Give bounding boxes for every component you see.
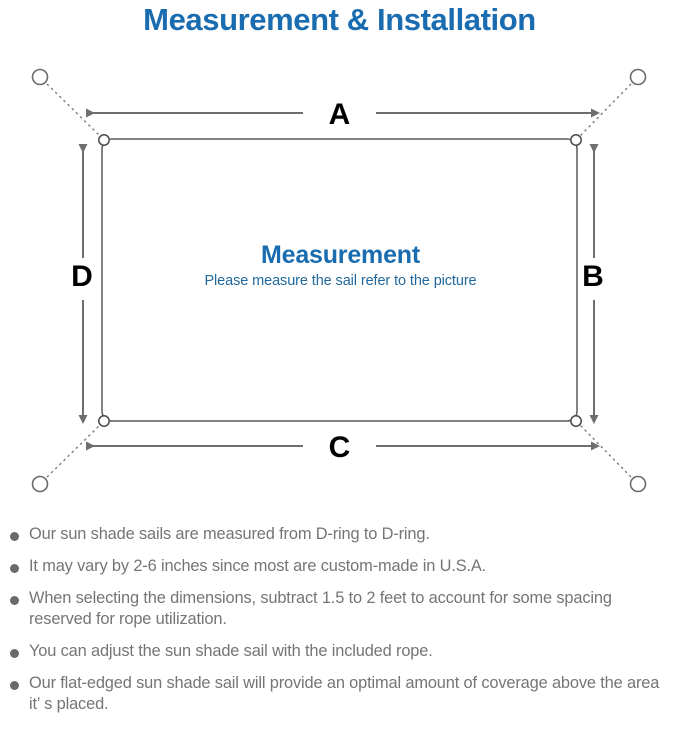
rope-line-top-right [579, 83, 632, 137]
rope-lines [46, 83, 632, 478]
d-ring-bottom-left [98, 415, 110, 427]
d-ring-bottom-right [570, 415, 582, 427]
anchor-top-left-ring [31, 68, 49, 86]
rope-line-bottom-left [46, 424, 101, 478]
note-item: You can adjust the sun shade sail with t… [0, 641, 679, 662]
note-text: Our sun shade sails are measured from D-… [29, 525, 430, 543]
note-item: It may vary by 2-6 inches since most are… [0, 556, 679, 577]
rope-line-bottom-right [579, 424, 632, 478]
bullet-icon [10, 596, 19, 605]
note-text: Our flat-edged sun shade sail will provi… [29, 674, 660, 713]
bullet-icon [10, 649, 19, 658]
note-item: Our sun shade sails are measured from D-… [0, 524, 679, 545]
note-text: It may vary by 2-6 inches since most are… [29, 557, 487, 575]
note-item: When selecting the dimensions, subtract … [0, 588, 679, 630]
rope-line-top-left [46, 83, 101, 137]
sail-caption-title: Measurement [261, 241, 420, 269]
d-rings [98, 134, 582, 427]
measurement-diagram: A B C D Measurement Please measure the s… [0, 50, 679, 520]
bullet-icon [10, 532, 19, 541]
note-text: You can adjust the sun shade sail with t… [29, 642, 433, 660]
sail-body [101, 138, 578, 422]
notes-list: Our sun shade sails are measured from D-… [0, 524, 679, 726]
dimension-label-c: C [328, 431, 351, 464]
sail-caption: Measurement Please measure the sail refe… [102, 240, 579, 292]
anchor-bottom-right-ring [629, 475, 647, 493]
dimension-label-d: D [71, 260, 93, 293]
note-text: When selecting the dimensions, subtract … [29, 589, 612, 628]
bullet-icon [10, 564, 19, 573]
diagram-svg [31, 68, 647, 493]
anchor-rings [31, 68, 647, 493]
d-ring-top-left [98, 134, 110, 146]
sail-caption-subtitle: Please measure the sail refer to the pic… [204, 273, 477, 289]
page-title: Measurement & Installation [143, 2, 536, 37]
anchor-top-right-ring [629, 68, 647, 86]
bullet-icon [10, 681, 19, 690]
dimension-label-b: B [582, 260, 604, 293]
anchor-bottom-left-ring [31, 475, 49, 493]
note-item: Our flat-edged sun shade sail will provi… [0, 673, 679, 715]
dimension-label-a: A [328, 98, 351, 131]
d-ring-top-right [570, 134, 582, 146]
